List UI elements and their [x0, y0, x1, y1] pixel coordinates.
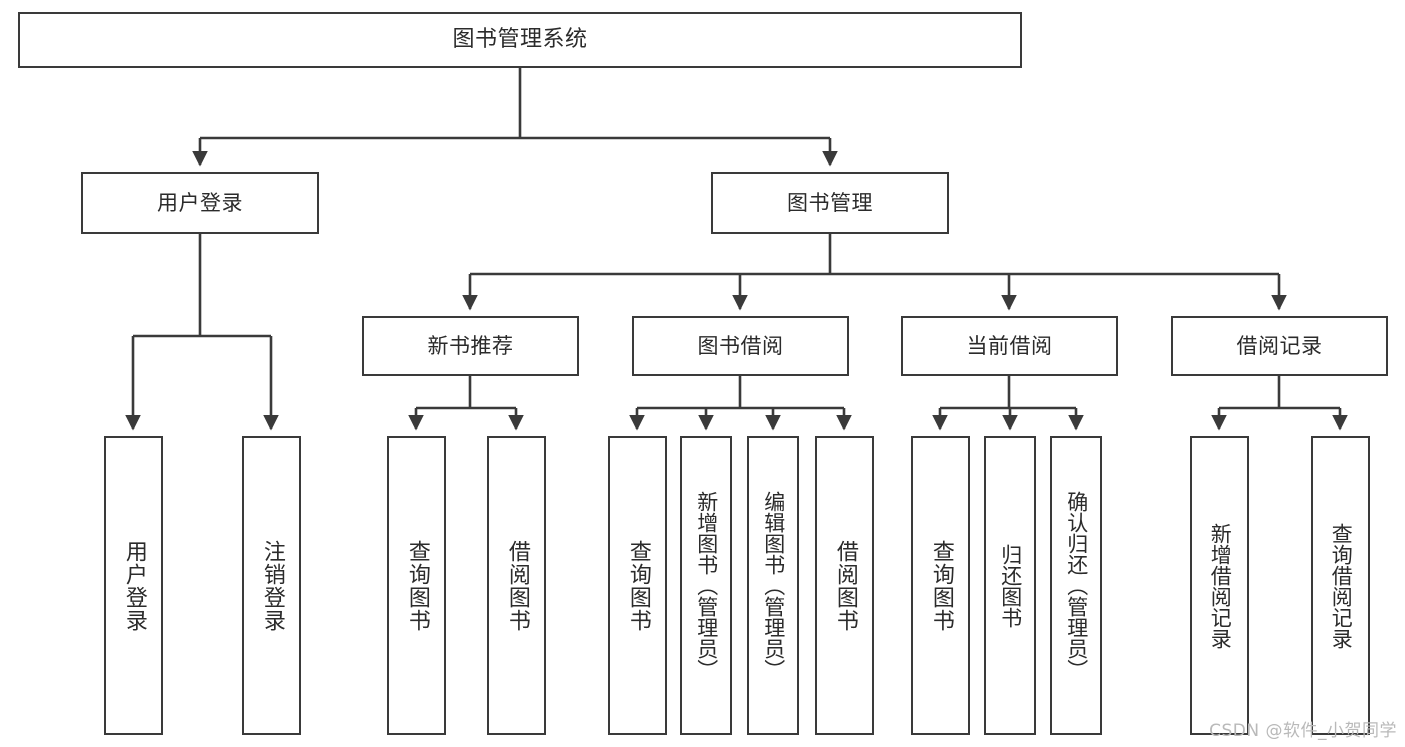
- node-leaf-query-book-1[interactable]: 查询图书: [387, 436, 446, 735]
- node-borrow-record[interactable]: 借阅记录: [1171, 316, 1388, 376]
- node-label: 注销登录: [259, 539, 285, 632]
- node-book-borrow[interactable]: 图书借阅: [632, 316, 849, 376]
- node-leaf-query-record[interactable]: 查询借阅记录: [1311, 436, 1370, 735]
- node-label: 图书管理: [787, 190, 873, 215]
- node-leaf-query-book-2[interactable]: 查询图书: [608, 436, 667, 735]
- node-label: 新书推荐: [427, 333, 514, 358]
- node-leaf-add-book[interactable]: 新增图书（管理员）: [680, 436, 732, 735]
- node-label: 编辑图书（管理员）: [761, 491, 786, 680]
- node-label: 查询借阅记录: [1329, 522, 1354, 649]
- node-label: 借阅记录: [1236, 333, 1323, 358]
- node-label: 新增图书（管理员）: [694, 491, 719, 680]
- node-leaf-user-login[interactable]: 用户登录: [104, 436, 163, 735]
- node-leaf-add-record[interactable]: 新增借阅记录: [1190, 436, 1249, 735]
- node-label: 借阅图书: [504, 539, 530, 632]
- node-leaf-borrow-book-1[interactable]: 借阅图书: [487, 436, 546, 735]
- node-label: 当前借阅: [966, 333, 1053, 358]
- node-label: 用户登录: [121, 539, 147, 632]
- node-new-book-recommend[interactable]: 新书推荐: [362, 316, 579, 376]
- node-label: 确认归还（管理员）: [1064, 491, 1089, 680]
- node-root-system[interactable]: 图书管理系统: [18, 12, 1022, 68]
- node-label: 查询图书: [625, 539, 651, 632]
- node-book-manage[interactable]: 图书管理: [711, 172, 949, 234]
- watermark-text: CSDN @软件_小贺同学: [1209, 721, 1397, 741]
- node-leaf-confirm-return[interactable]: 确认归还（管理员）: [1050, 436, 1102, 735]
- node-label: 新增借阅记录: [1208, 522, 1233, 649]
- node-label: 归还图书: [998, 543, 1023, 628]
- node-leaf-user-logout[interactable]: 注销登录: [242, 436, 301, 735]
- node-leaf-borrow-book-2[interactable]: 借阅图书: [815, 436, 874, 735]
- node-label: 查询图书: [928, 539, 954, 632]
- node-user-login[interactable]: 用户登录: [81, 172, 319, 234]
- node-label: 图书借阅: [697, 333, 784, 358]
- node-current-borrow[interactable]: 当前借阅: [901, 316, 1118, 376]
- node-label: 借阅图书: [832, 539, 858, 632]
- node-label: 查询图书: [404, 539, 430, 632]
- node-label: 用户登录: [157, 190, 243, 215]
- node-label: 图书管理系统: [452, 27, 588, 53]
- node-leaf-query-book-3[interactable]: 查询图书: [911, 436, 970, 735]
- node-leaf-return-book[interactable]: 归还图书: [984, 436, 1036, 735]
- node-leaf-edit-book[interactable]: 编辑图书（管理员）: [747, 436, 799, 735]
